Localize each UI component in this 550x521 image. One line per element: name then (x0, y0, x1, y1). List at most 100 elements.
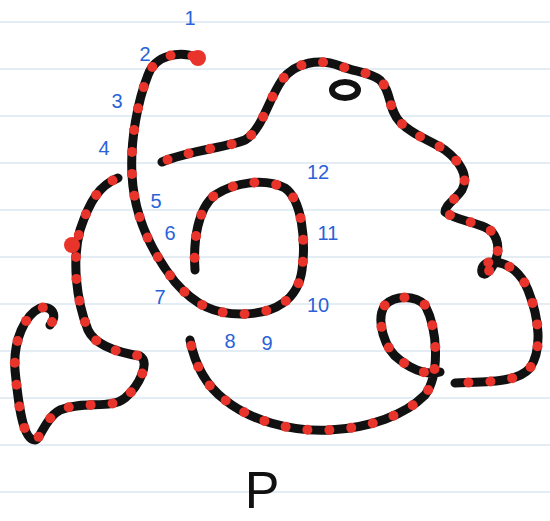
curve-dot (208, 191, 218, 201)
curve-dot (197, 300, 207, 310)
curve-dot (532, 341, 542, 351)
curve-dot (346, 423, 356, 433)
curve-dot (218, 307, 228, 317)
curve-dot (153, 252, 163, 262)
curve-dot (81, 209, 91, 219)
callout-number: 2 (139, 44, 150, 64)
curve-dot (191, 231, 201, 241)
callout-number: 12 (307, 162, 329, 182)
curve-dot (258, 112, 268, 122)
curve-dot (135, 212, 145, 222)
callout-number: 1 (184, 8, 195, 28)
curve-dot (380, 301, 390, 311)
curve-stroke (190, 298, 440, 431)
callout-number: 10 (307, 295, 329, 315)
callout-number: 8 (224, 331, 235, 351)
curve-dot (91, 335, 101, 345)
curve-dot (261, 306, 271, 316)
curve-dot (466, 217, 476, 227)
curve-dot (71, 274, 81, 284)
curve-dot (483, 257, 493, 267)
curve-dot (166, 51, 176, 61)
curve-dot (435, 142, 445, 152)
curve-dot (415, 131, 425, 141)
curve-dot (21, 316, 31, 326)
marked-dot (64, 237, 80, 253)
curve-dot (526, 362, 536, 372)
curve-dot (302, 425, 312, 435)
curve-dot (296, 213, 306, 223)
curve-dot (228, 182, 238, 192)
curve-dot (10, 358, 20, 368)
curve-dot (239, 407, 249, 417)
curve-dot (132, 351, 142, 361)
curve-dot (419, 367, 429, 377)
curve-loop (332, 82, 358, 98)
curve-dot (281, 422, 291, 432)
curve-dot (186, 341, 196, 351)
curve-dot (339, 63, 349, 73)
curve-dot (281, 296, 291, 306)
curve-dot (193, 362, 203, 372)
curve-dot (71, 252, 81, 262)
curve-dot (221, 396, 231, 406)
figure-name: P (245, 464, 280, 516)
curve-dot (64, 402, 74, 412)
curve-dot (420, 300, 430, 310)
curve-dot (108, 398, 118, 408)
curve-dot (205, 380, 215, 390)
curve-dot (205, 144, 215, 154)
curve-dot (271, 180, 281, 190)
curve-stroke (15, 178, 144, 440)
curve-dot (111, 345, 121, 355)
curve-dot (460, 176, 470, 186)
curve-dot (486, 226, 496, 236)
curve-dot (127, 169, 137, 179)
callout-number: 4 (98, 138, 109, 158)
curve-dot (91, 190, 101, 200)
curve-dot (519, 278, 529, 288)
curve-dot (240, 309, 250, 319)
curve-dot (361, 68, 371, 78)
curve-dot (190, 253, 200, 263)
curve-dot (294, 278, 304, 288)
curve-dot (368, 418, 378, 428)
curve-dot (45, 413, 55, 423)
curve-dot (528, 298, 538, 308)
curve-dot (86, 400, 96, 410)
curve-dot (196, 210, 206, 220)
start-dot (190, 50, 206, 66)
curve-dot (249, 178, 259, 188)
curve-dot (129, 125, 139, 135)
curve-dot (451, 156, 461, 166)
curve-dot (399, 293, 409, 303)
curve-dot (324, 425, 334, 435)
curve-dot (127, 147, 137, 157)
curve-dot (14, 402, 24, 412)
callout-number: 3 (111, 91, 122, 111)
curve-dot (227, 139, 237, 149)
curve-dot (126, 387, 136, 397)
curve-dot (165, 270, 175, 280)
curve-dot (384, 342, 394, 352)
curve-dot (137, 368, 147, 378)
curve-dot (268, 92, 278, 102)
curve-dot (298, 235, 308, 245)
curve-dot (532, 319, 542, 329)
curve-dot (179, 287, 189, 297)
curve-stroke (162, 62, 538, 383)
callout-number: 5 (150, 191, 161, 211)
curve-dot (288, 192, 298, 202)
curve-dot (163, 155, 173, 165)
curve-dot (34, 432, 44, 442)
curve-dot (463, 378, 473, 388)
curve-dot (449, 194, 459, 204)
curve-dot (129, 191, 139, 201)
ruled-lines (0, 22, 550, 492)
curve-dot (38, 303, 48, 313)
curve-dot (80, 317, 90, 327)
callout-number: 6 (164, 223, 175, 243)
curve-dot (184, 148, 194, 158)
curve-dot (133, 103, 143, 113)
curve-dot (429, 364, 439, 374)
